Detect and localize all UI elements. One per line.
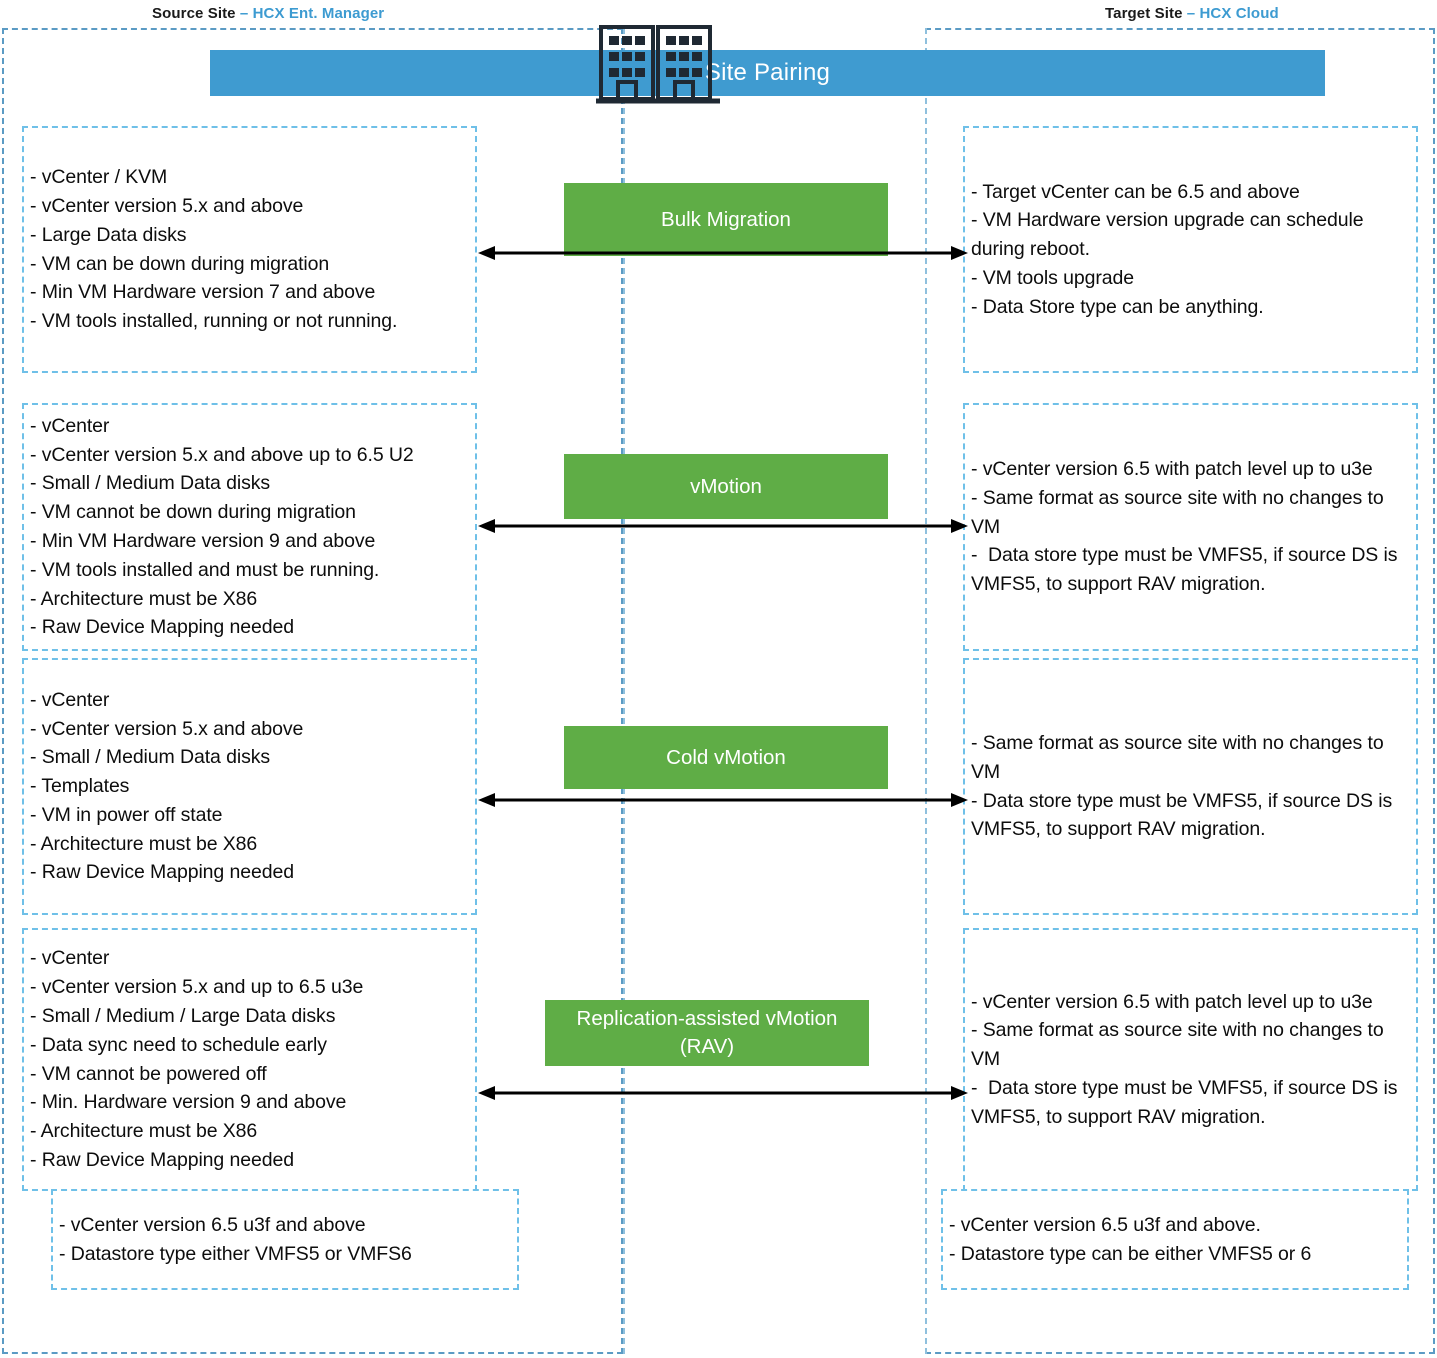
target-requirements-box-2: - vCenter version 6.5 with patch level u… (963, 403, 1418, 651)
migration-type-label: Replication-assisted vMotion (RAV) (576, 1007, 838, 1058)
requirement-line: - Min VM Hardware version 7 and above (30, 281, 376, 304)
migration-type-chip-rav: Replication-assisted vMotion (RAV) (545, 1000, 869, 1066)
requirement-line: - Small / Medium Data disks (30, 472, 271, 495)
requirement-line: - VM cannot be powered off (30, 1062, 267, 1085)
requirement-line: - vCenter version 5.x and above (30, 717, 304, 740)
target-requirements-box-4: - vCenter version 6.5 with patch level u… (963, 928, 1418, 1191)
requirement-line: - Data store type must be VMFS5, if sour… (971, 789, 1398, 841)
requirement-line: - Architecture must be X86 (30, 1120, 258, 1143)
requirement-line: - Raw Device Mapping needed (30, 616, 294, 639)
source-requirements-box-3: - vCenter - vCenter version 5.x and abov… (22, 658, 477, 915)
requirement-line: - Large Data disks (30, 223, 187, 246)
migration-type-label: Cold vMotion (666, 745, 786, 769)
requirement-line: - Small / Medium / Large Data disks (30, 1004, 336, 1027)
requirement-line: - Data Store type can be anything. (971, 295, 1264, 318)
target-site-label-accent: – HCX Cloud (1186, 5, 1279, 22)
corridor-right-line (925, 28, 927, 1354)
requirement-line: - Same format as source site with no cha… (971, 486, 1389, 538)
source-footnote-box: - vCenter version 6.5 u3f and above - Da… (51, 1189, 519, 1290)
target-requirements-box-3: - Same format as source site with no cha… (963, 658, 1418, 915)
requirement-line: - Data store type must be VMFS5, if sour… (971, 1076, 1403, 1128)
site-pairing-banner: Site Pairing (210, 50, 1325, 96)
source-site-label-accent: – HCX Ent. Manager (239, 5, 385, 22)
source-site-lane (2, 28, 623, 1354)
source-requirements-box-1: - vCenter / KVM - vCenter version 5.x an… (22, 126, 477, 373)
migration-type-chip-cold-vmotion: Cold vMotion (564, 726, 888, 789)
requirement-line: - Min. Hardware version 9 and above (30, 1091, 347, 1114)
source-site-label: Source Site – HCX Ent. Manager (152, 5, 384, 22)
site-pairing-title: Site Pairing (704, 59, 831, 86)
target-site-label: Target Site – HCX Cloud (1105, 5, 1279, 22)
migration-type-label: Bulk Migration (661, 207, 791, 231)
requirement-line: - VM cannot be down during migration (30, 501, 356, 524)
footnote-line: - Datastore type either VMFS5 or VMFS6 (59, 1242, 412, 1265)
target-site-label-bold: Target Site (1105, 5, 1187, 22)
requirement-line: - Architecture must be X86 (30, 832, 258, 855)
requirement-line: - Same format as source site with no cha… (971, 731, 1389, 783)
requirement-line: - VM can be down during migration (30, 252, 330, 275)
requirement-line: - vCenter version 6.5 with patch level u… (971, 458, 1373, 480)
footnote-line: - Datastore type can be either VMFS5 or … (949, 1242, 1312, 1265)
requirement-line: - VM tools installed and must be running… (30, 558, 380, 581)
corridor-left-line (623, 28, 625, 1354)
footnote-line: - vCenter version 6.5 u3f and above. (949, 1213, 1261, 1236)
requirement-line: - vCenter (30, 947, 110, 970)
source-requirements-box-4: - vCenter - vCenter version 5.x and up t… (22, 928, 477, 1191)
footnote-line: - vCenter version 6.5 u3f and above (59, 1213, 366, 1236)
source-requirements-box-2: - vCenter - vCenter version 5.x and abov… (22, 403, 477, 651)
requirement-line: - vCenter version 5.x and up to 6.5 u3e (30, 976, 364, 999)
requirement-line: - Same format as source site with no cha… (971, 1019, 1389, 1071)
requirement-line: - VM Hardware version upgrade can schedu… (971, 209, 1369, 261)
requirement-line: - vCenter version 5.x and above up to 6.… (30, 443, 414, 466)
requirement-line: - VM in power off state (30, 803, 223, 826)
target-footnote-box: - vCenter version 6.5 u3f and above. - D… (941, 1189, 1409, 1290)
requirement-line: - vCenter (30, 688, 110, 711)
requirement-line: - vCenter (30, 414, 110, 437)
migration-type-chip-vmotion: vMotion (564, 454, 888, 519)
requirement-line: - VM tools installed, running or not run… (30, 310, 398, 333)
requirement-line: - Raw Device Mapping needed (30, 1148, 294, 1171)
requirement-line: - Small / Medium Data disks (30, 746, 271, 769)
requirement-line: - Data store type must be VMFS5, if sour… (971, 544, 1403, 596)
requirement-line: - Target vCenter can be 6.5 and above (971, 180, 1300, 203)
target-requirements-box-1: - Target vCenter can be 6.5 and above - … (963, 126, 1418, 373)
requirement-line: - vCenter / KVM (30, 166, 168, 189)
requirement-line: - Data sync need to schedule early (30, 1033, 327, 1056)
migration-type-chip-bulk-migration: Bulk Migration (564, 183, 888, 256)
source-site-label-bold: Source Site (152, 5, 240, 22)
requirement-line: - vCenter version 6.5 with patch level u… (971, 990, 1373, 1013)
requirement-line: - Raw Device Mapping needed (30, 861, 294, 884)
migration-type-label: vMotion (690, 474, 762, 498)
requirement-line: - Architecture must be X86 (30, 587, 258, 610)
requirement-line: - Templates (30, 775, 130, 798)
requirement-line: - vCenter version 5.x and above (30, 194, 304, 217)
requirement-line: - Min VM Hardware version 9 and above (30, 530, 376, 552)
requirement-line: - VM tools upgrade (971, 266, 1134, 289)
